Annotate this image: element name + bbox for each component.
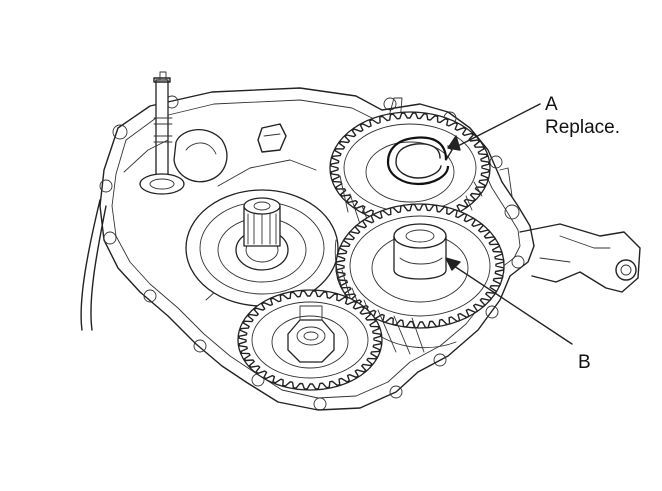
leader-line-a (453, 103, 541, 149)
upper-gear (329, 111, 491, 233)
mount-bracket (519, 223, 641, 293)
callout-a-note: Replace. (545, 117, 620, 138)
differential-bearing (185, 189, 339, 307)
shift-shaft (139, 71, 185, 195)
callout-b-letter: B (578, 352, 591, 373)
wire-harness (80, 199, 107, 331)
leader-line-b (447, 261, 573, 345)
mid-gear-teeth (335, 203, 505, 329)
collar (393, 223, 447, 280)
lower-nut (287, 305, 335, 363)
low-gear-teeth (238, 290, 382, 390)
callout-leaders (445, 103, 573, 345)
oil-guide-cup (123, 129, 228, 183)
callout-a-letter: A (545, 94, 558, 115)
